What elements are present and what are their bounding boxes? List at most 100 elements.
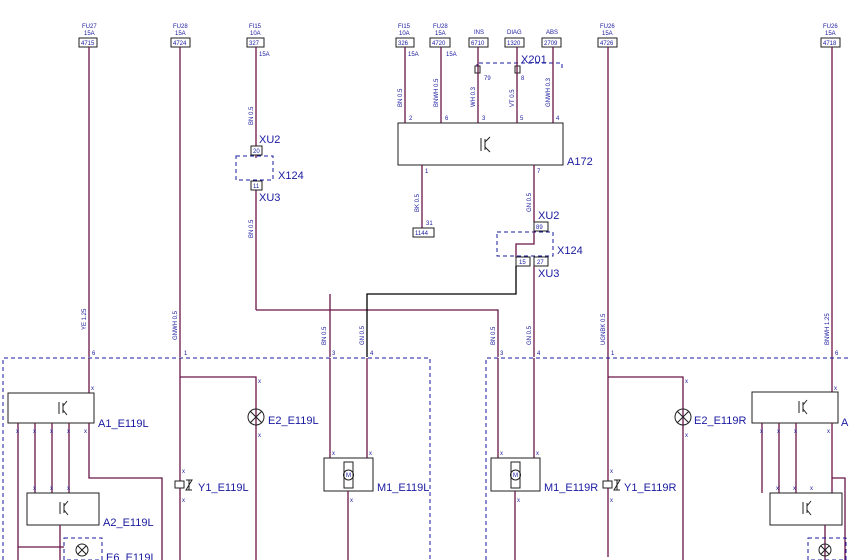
solenoid-icon: [174, 480, 185, 489]
connector-x124-label: X124: [557, 245, 583, 257]
x-marker: x: [350, 498, 353, 504]
module-boundary: [485, 357, 849, 560]
x-marker: x: [50, 429, 53, 435]
x-marker: x: [810, 486, 813, 492]
pin-box: [533, 221, 549, 232]
module-m1-right-label: M1_E119R: [544, 482, 598, 494]
wire-label: BNWH 0.5: [434, 78, 440, 107]
fuse-fu28-a: FU28 15A 4724: [170, 24, 191, 48]
fuse-amp: 15A: [825, 31, 836, 37]
fuse-diag: DIAG 1320: [504, 30, 525, 48]
wire-gn05-left: [366, 266, 517, 357]
fuse-name: INS: [474, 30, 484, 36]
fuse-code: 4720: [432, 41, 446, 47]
module-y1-right-label: Y1_E119R: [624, 482, 676, 494]
fuse-amp: 10A: [250, 31, 261, 37]
x-marker: x: [685, 433, 688, 439]
wire-bn05-cross: [256, 309, 499, 357]
connector-xu3-label: XU3: [538, 268, 559, 280]
fuse-code-box: [78, 37, 98, 48]
transistor-icon: [798, 399, 808, 415]
x-marker: x: [182, 469, 185, 475]
wire-label: VT 0.5: [510, 89, 516, 107]
module-e6-left-label: E6_E119L: [106, 552, 157, 560]
fuse-note: 15A: [259, 52, 270, 58]
x-marker: x: [50, 486, 53, 492]
pin-label: 4: [537, 351, 541, 357]
connector-xu2-label: XU2: [538, 210, 559, 222]
pin-label: 2: [409, 116, 413, 122]
pin-label: 1: [425, 169, 429, 175]
module-a1-left-box: [7, 392, 95, 424]
fuse-code-box: [429, 37, 451, 48]
fuse-name: FU28: [173, 24, 188, 30]
fuse-fu26-b: FU26 15A 4718: [820, 24, 841, 48]
x-marker: x: [33, 486, 36, 492]
pin-label: 4: [556, 116, 560, 122]
pin-label: 15: [519, 260, 526, 266]
pin-box: [515, 256, 531, 267]
wire-label: GNWH 0.5: [173, 310, 179, 340]
fuse-name: FI15: [398, 24, 411, 30]
pin-label: 7: [537, 169, 541, 175]
connector-xu2-label: XU2: [259, 134, 280, 146]
solenoid-icon: [602, 480, 613, 489]
x-marker: x: [84, 429, 87, 435]
x-marker: x: [685, 379, 688, 385]
transistor-icon: [802, 500, 812, 516]
pin-label: 4: [370, 351, 374, 357]
module-a1-right-label: A: [841, 417, 849, 429]
x-marker: x: [793, 486, 796, 492]
fuse-code-box: [541, 37, 562, 48]
fuse-name: FU27: [82, 24, 97, 30]
fuse-code: 326: [398, 41, 409, 47]
lamp-e6-outline: [63, 537, 103, 560]
valve-icon: [613, 479, 621, 491]
fuse-name: FU26: [823, 24, 838, 30]
fuse-name: FU28: [433, 24, 448, 30]
motor-glyph: M: [346, 473, 351, 479]
wire-label: BN 0.5: [322, 326, 328, 345]
fuse-fu27: FU27 15A 4715: [78, 24, 98, 48]
module-a2-left-label: A2_E119L: [103, 517, 154, 529]
fuse-code: 1320: [507, 41, 521, 47]
pin-box: [250, 145, 263, 156]
x-marker: x: [258, 379, 261, 385]
transistor-icon: [59, 500, 69, 516]
fuse-name: DIAG: [507, 30, 522, 36]
wire-e2-left: [180, 376, 257, 560]
module-a2-left-box: [26, 492, 100, 526]
pin-box: [533, 256, 549, 267]
fuse-fu28-b: FU28 15A 4720 15A: [429, 24, 457, 58]
wire-label: GN 0.5: [360, 325, 366, 345]
x-marker: x: [827, 429, 830, 435]
wire-label: GN 0.5: [527, 325, 533, 345]
connector-x124-label: X124: [278, 170, 304, 182]
connector-x124-right: XU2 89 15 27 X124 XU3: [496, 210, 583, 280]
connector-outline: [496, 231, 554, 257]
connector-x201-label: X201: [521, 54, 547, 66]
motor-m1-right-box: [490, 457, 541, 492]
pin-label: 6: [445, 116, 449, 122]
fuse-amp: 10A: [399, 31, 410, 37]
lamp-cross: [249, 410, 263, 424]
wire-label: GNWH 0.3: [546, 77, 552, 107]
x-marker: x: [91, 386, 94, 392]
fuse-fi15-b: FI15 10A 326 15A: [395, 24, 419, 58]
x-marker: x: [500, 451, 503, 457]
fuse-fu26-a: FU26 15A 4726: [597, 24, 618, 48]
fuse-code: 4726: [600, 41, 614, 47]
x-marker: x: [67, 429, 70, 435]
module-a172: 2 6 3 5 4 1 7 A172: [397, 116, 593, 175]
wire-label: UGNBK 0.5: [601, 313, 607, 345]
transistor-icon: [480, 136, 491, 153]
fuse-note: 15A: [446, 52, 457, 58]
x-marker: x: [834, 386, 837, 392]
wire-label: YE 1.25: [82, 308, 88, 330]
lamp-cross: [676, 410, 690, 424]
connector-x124-left: XU2 20 11 X124 XU3: [235, 134, 304, 204]
transistor-icon: [58, 400, 68, 416]
fuse-code: 2709: [544, 41, 558, 47]
wire-label: BK 0.5: [415, 193, 421, 212]
wire-label: BN 0.5: [249, 106, 255, 125]
